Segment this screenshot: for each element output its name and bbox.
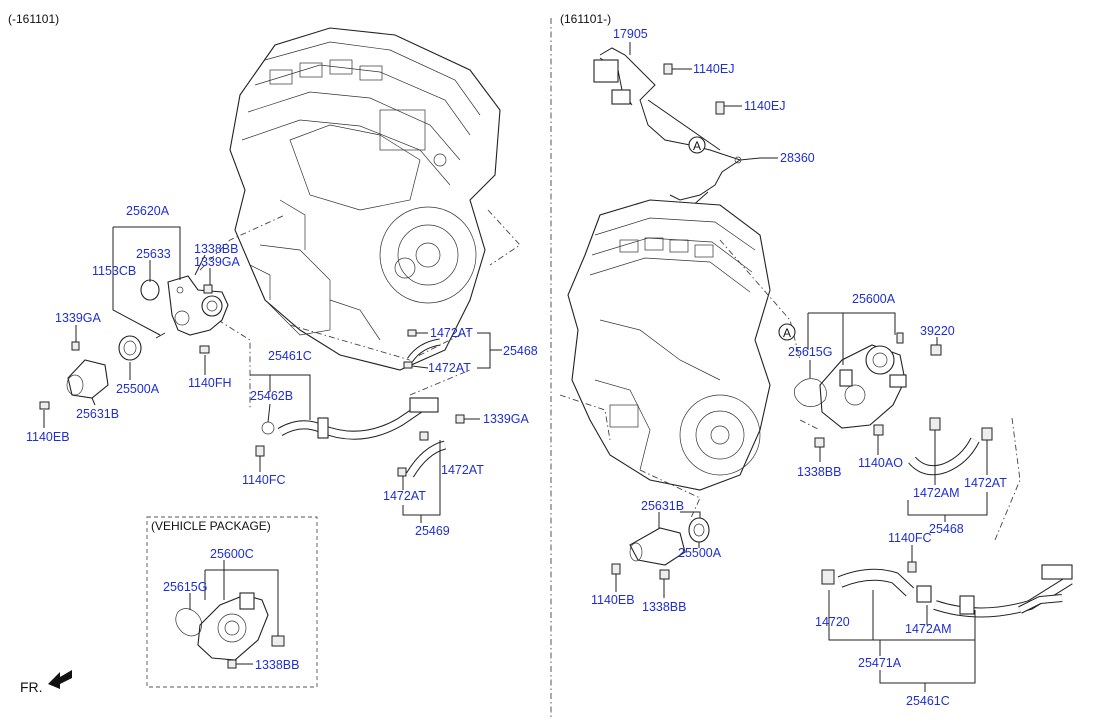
ref-A-label: A: [783, 326, 791, 340]
callout-25615G: 25615G: [163, 580, 207, 594]
callout-1140FC: 1140FC: [242, 473, 286, 487]
ref-A-label: A: [693, 139, 701, 153]
callout-25615G: 25615G: [788, 345, 832, 359]
bolt-1140AO: [873, 424, 884, 436]
sensor-39220: [930, 344, 942, 356]
callout-1140EB: 1140EB: [591, 593, 635, 607]
gasket-25633: [140, 279, 160, 301]
callout-1472AT: 1472AT: [428, 361, 471, 375]
callout-1140EJ: 1140EJ: [693, 62, 734, 76]
callout-25461C: 25461C: [268, 349, 312, 363]
bolt-1140EJ: [663, 63, 673, 75]
thermostat-assembly-25600A: [819, 344, 907, 429]
thermostat-25500A: [118, 335, 142, 361]
callout-25471A: 25471A: [858, 656, 902, 670]
callout-14720: 14720: [815, 615, 850, 629]
callout-25500A: 25500A: [678, 546, 722, 560]
front-direction-label: FR.: [20, 679, 43, 695]
clamp-1472AT: [981, 427, 993, 441]
water-pipe-25461C: [933, 564, 1073, 618]
bolt-1339GA: [455, 414, 465, 424]
bolt-1339GA: [71, 341, 80, 351]
callout-1472AT: 1472AT: [383, 489, 426, 503]
clamp-1472AM: [916, 585, 932, 603]
callout-1472AT: 1472AT: [964, 476, 1007, 490]
right-engine-assembly: [567, 199, 771, 491]
callout-39220: 39220: [920, 324, 955, 338]
callout-25500A: 25500A: [116, 382, 160, 396]
callout-1338BB: 1338BB: [642, 600, 686, 614]
callout-1339GA: 1339GA: [483, 412, 530, 426]
callout-1472AM: 1472AM: [913, 486, 960, 500]
gasket-25615G: [794, 378, 827, 407]
ref-A-marker: [688, 136, 706, 154]
callout-28360: 28360: [780, 151, 815, 165]
callout-25468: 25468: [929, 522, 964, 536]
vehicle-package-box: [146, 516, 318, 688]
bolt-1338BB: [203, 284, 213, 294]
bolt-1338BB: [227, 659, 237, 669]
bolt-1140EJ: [715, 101, 725, 115]
bolt-1140FC: [907, 561, 917, 573]
callout-25631B: 25631B: [641, 499, 684, 513]
callout-1338BB: 1338BB: [797, 465, 841, 479]
callout-1472AM: 1472AM: [905, 622, 952, 636]
water-pipe-25461C: [261, 397, 439, 440]
callout-17905: 17905: [613, 27, 648, 41]
callout-25620A: 25620A: [126, 204, 170, 218]
callout-1140FH: 1140FH: [188, 376, 232, 390]
callout-1339GA: 1339GA: [194, 255, 241, 269]
callout-1153CB: 1153CB: [92, 264, 136, 278]
clamp-1472AT: [419, 431, 429, 441]
callout-1339GA: 1339GA: [55, 311, 102, 325]
callout-25600C: 25600C: [210, 547, 254, 561]
water-inlet-fitting-25631B: [66, 359, 109, 399]
callout-1472AT: 1472AT: [430, 326, 473, 340]
bolt-1338BB: [814, 437, 825, 448]
wiring-harness-28360: [593, 47, 761, 209]
bolt-1140FC: [255, 445, 265, 457]
water-inlet-fitting-25631B: [629, 527, 686, 566]
thermostat-assembly-25600C: [197, 592, 285, 661]
thermostat-25500A: [688, 517, 710, 543]
bolt-1140EB: [611, 563, 621, 575]
bolt-1140EB: [39, 401, 50, 410]
callout-25462B: 25462B: [250, 389, 293, 403]
callout-25633: 25633: [136, 247, 171, 261]
callout-25461C: 25461C: [906, 694, 950, 708]
callout-1338BB: 1338BB: [194, 242, 238, 256]
callout-1140AO: 1140AO: [858, 456, 903, 470]
vehicle-package-title: (VEHICLE PACKAGE): [151, 519, 271, 533]
clamp-1472AT: [397, 467, 407, 477]
clamp-14720: [821, 569, 835, 585]
callout-1338BB: 1338BB: [255, 658, 299, 672]
left-engine-assembly: [229, 27, 501, 371]
callout-1140EB: 1140EB: [26, 430, 70, 444]
callout-1140FC: 1140FC: [888, 531, 932, 545]
thermostat-housing-25620A: [167, 275, 229, 336]
right-section-range: (161101-): [560, 12, 611, 26]
clamp-1472AT: [403, 361, 413, 369]
callout-25600A: 25600A: [852, 292, 896, 306]
callout-25631B: 25631B: [76, 407, 119, 421]
ref-A-marker: [778, 323, 796, 341]
clamp-1472AM: [929, 417, 941, 431]
callout-1472AT: 1472AT: [441, 463, 484, 477]
callout-25468: 25468: [503, 344, 538, 358]
callout-25469: 25469: [415, 524, 450, 538]
left-section-range: (-161101): [8, 12, 59, 26]
callout-1140EJ: 1140EJ: [744, 99, 785, 113]
gasket-25615G: [175, 608, 202, 637]
bolt-1338BB: [659, 569, 670, 580]
clamp-1472AT: [407, 329, 417, 337]
bolt-1140FH: [199, 345, 210, 354]
front-arrow-icon: [48, 670, 72, 689]
